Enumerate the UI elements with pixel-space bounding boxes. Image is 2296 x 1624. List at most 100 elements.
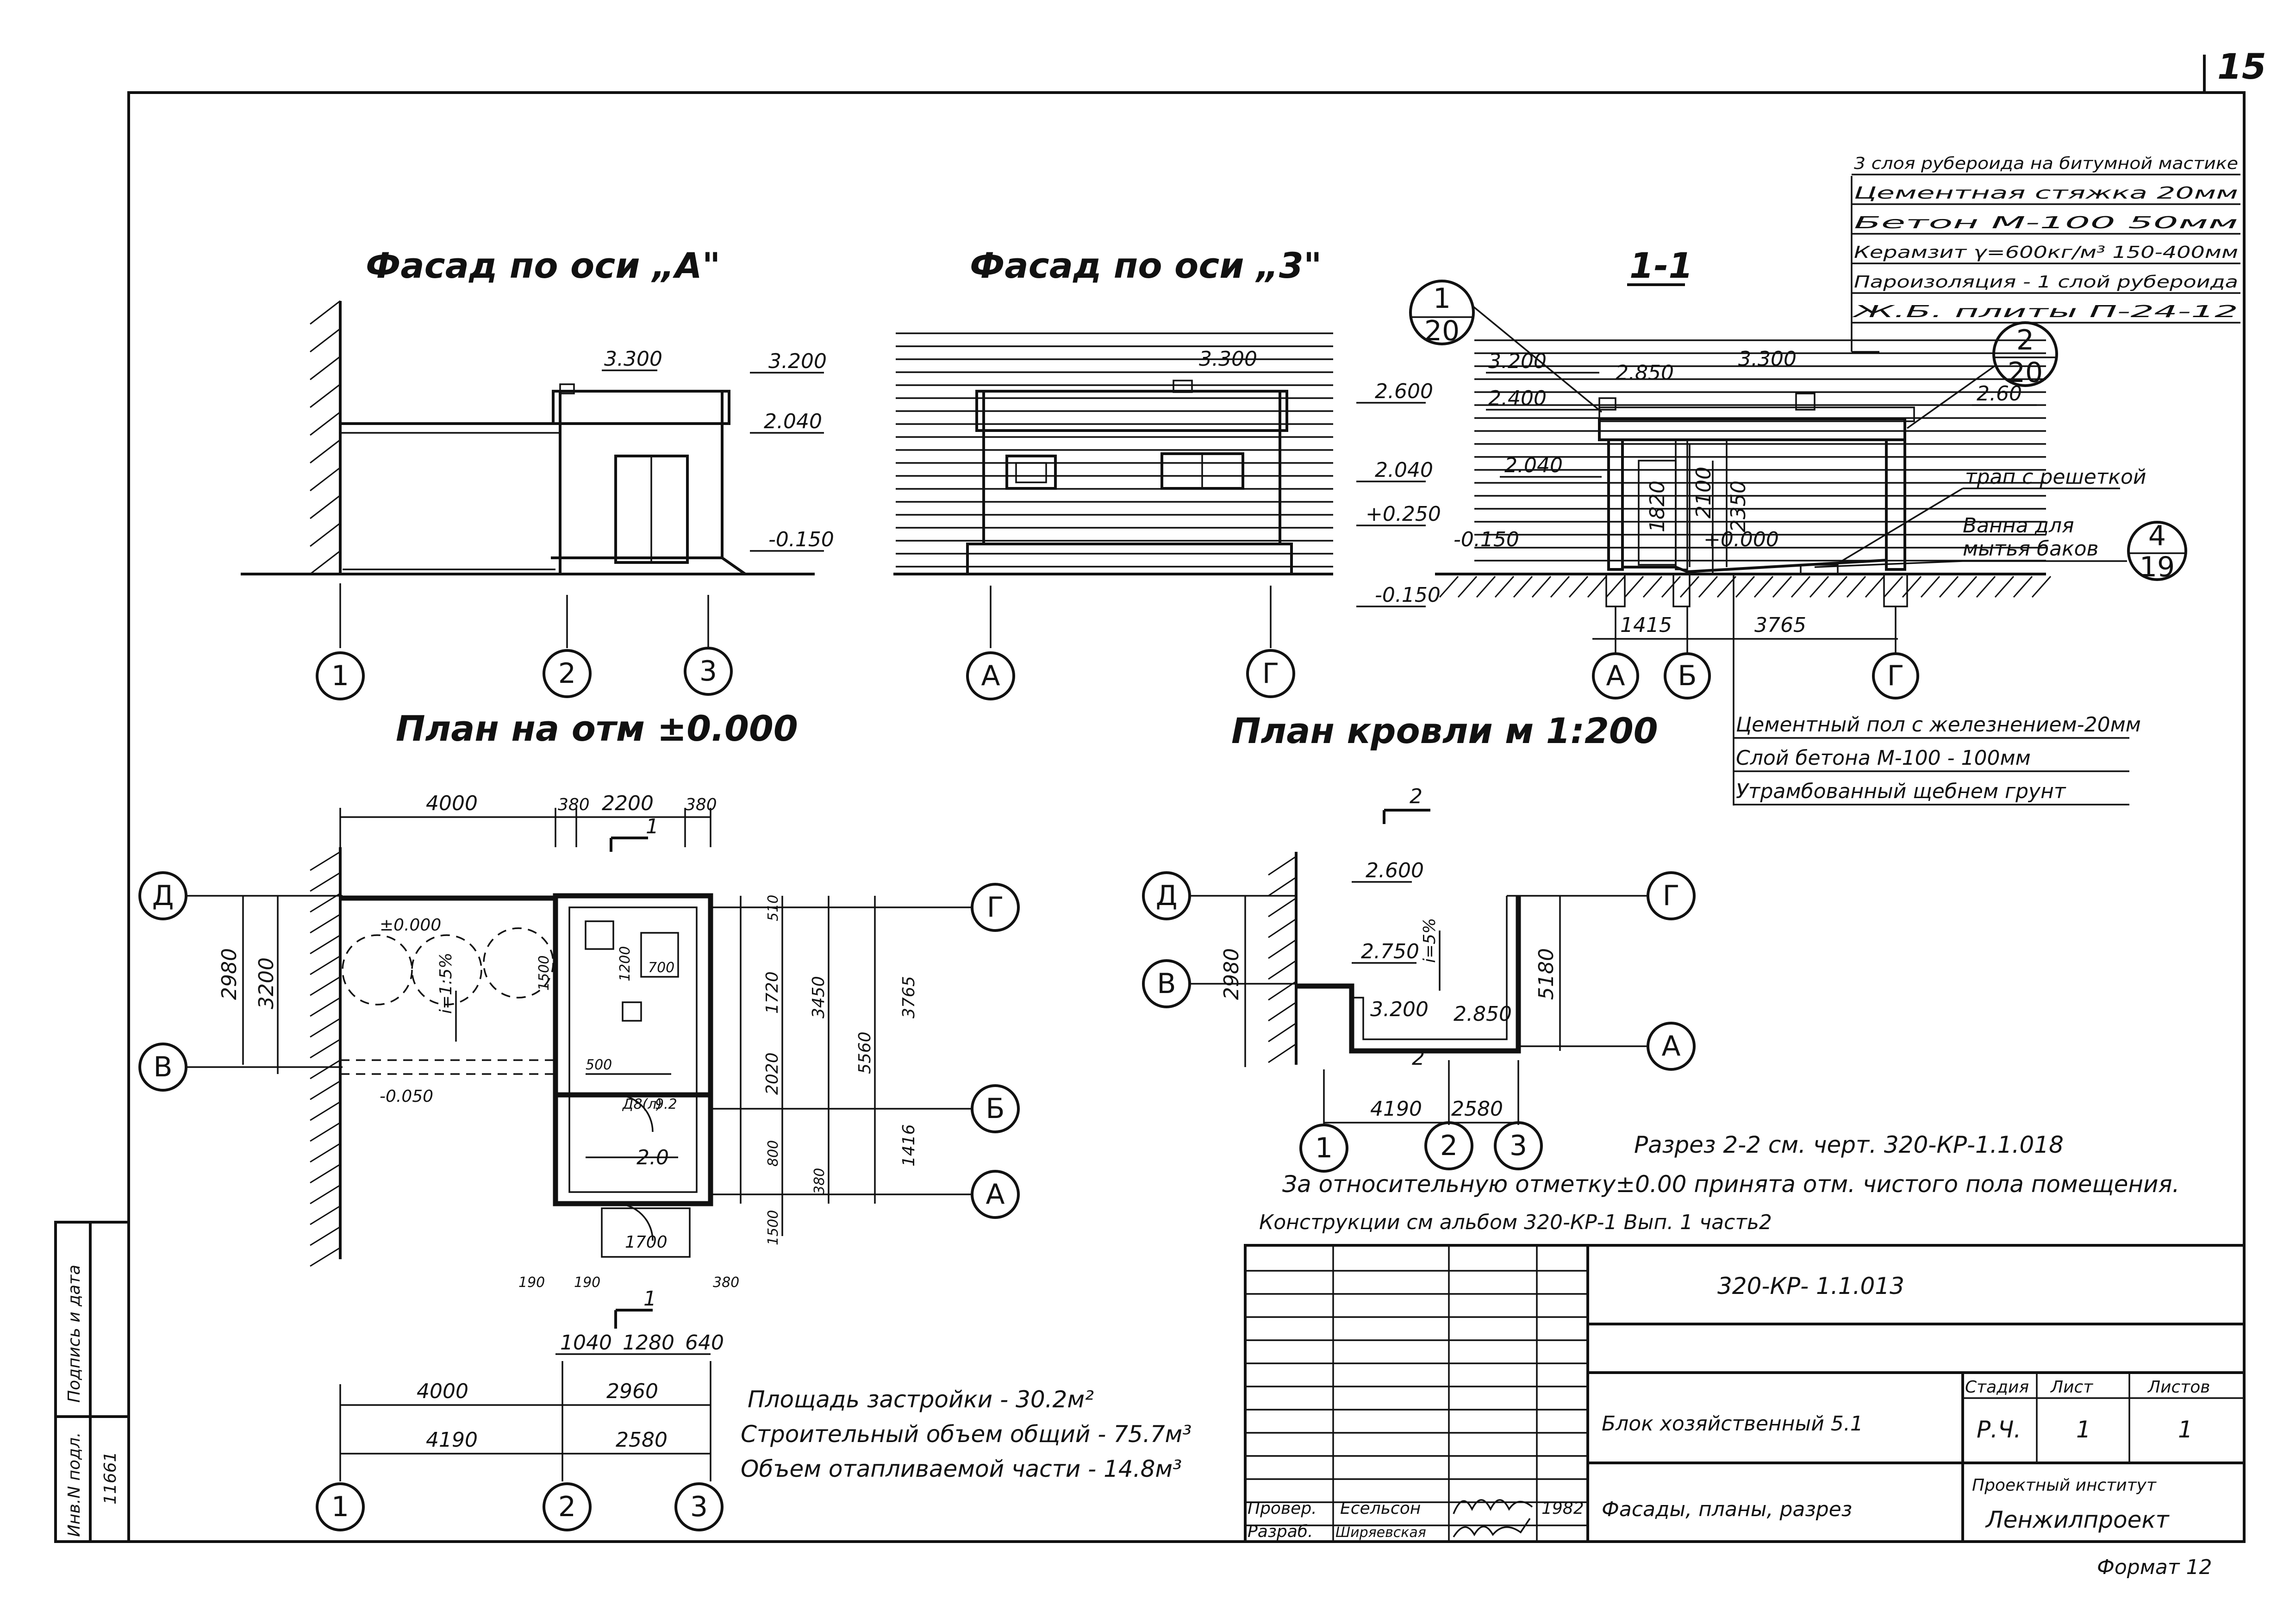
plan-bdim-2960: 2960 — [606, 1380, 658, 1403]
drafting-line — [310, 1226, 341, 1246]
facade-a-mark-3300: 3.300 — [604, 347, 662, 371]
facade-3-axis-g: Г — [1262, 657, 1279, 690]
plan-ldim-3200: 3200 — [255, 957, 278, 1009]
roof-axis-v: В — [1157, 968, 1176, 1000]
note-section-ref: Разрез 2-2 см. черт. 320-КР-1.1.018 — [1634, 1131, 2064, 1158]
drafting-line — [310, 1080, 341, 1100]
plan-rdim-1720: 1720 — [763, 971, 782, 1014]
roof-axis-1: 1 — [1315, 1132, 1333, 1164]
general-notes: Разрез 2-2 см. черт. 320-КР-1.1.018 За о… — [1259, 1131, 2180, 1234]
drafting-line — [1587, 576, 1607, 598]
facade-a-axis-3: 3 — [699, 655, 717, 687]
plan-rdim-380: 380 — [811, 1168, 828, 1194]
drafting-line — [1735, 576, 1755, 598]
plan-dim-4000-top: 4000 — [426, 792, 478, 815]
drafting-line — [1698, 576, 1718, 598]
drafting-line — [1457, 576, 1478, 598]
drafting-line — [1772, 576, 1792, 598]
roof-mark-2850: 2.850 — [1454, 1002, 1512, 1026]
facade-a-mark-3200: 3.200 — [768, 350, 827, 373]
roof-mark-3200: 3.200 — [1370, 998, 1429, 1021]
title-person-drawn: Ширяевская — [1335, 1524, 1426, 1541]
floor-layer-1: Цементный пол с железнением-20мм — [1736, 713, 2141, 737]
facade-a-mark-2040: 2.040 — [764, 410, 822, 433]
drafting-line — [1268, 939, 1297, 959]
plan-dim-2200: 2200 — [602, 792, 654, 815]
drafting-line — [310, 1038, 341, 1059]
drafting-line — [310, 1205, 341, 1225]
plan-dim-1700: 1700 — [625, 1233, 668, 1252]
drafting-line — [310, 997, 341, 1017]
title-person-checked: Есельсон — [1340, 1499, 1421, 1518]
drafting-line — [310, 934, 341, 955]
plan-bdim-640: 640 — [685, 1331, 724, 1355]
facade-a-title: Фасад по оси „А" — [366, 245, 720, 286]
roof-slope: i=5% — [1420, 918, 1439, 963]
drafting-line — [1531, 576, 1552, 598]
plan-axis-d: Д — [152, 880, 174, 912]
section-label-drain: трап с решеткой — [1965, 465, 2146, 489]
section-siding — [1474, 339, 2046, 562]
plan-area-92: 9.2 — [655, 1096, 677, 1112]
callout-2-top: 2 — [2016, 324, 2034, 356]
plan-sdim-190a: 190 — [518, 1274, 545, 1291]
roof-section-mark-top: 2 — [1410, 785, 1423, 808]
roof-layer-6: Ж.Б. плиты П-24-12 — [1852, 302, 2238, 321]
facade-a-axis-1: 1 — [331, 660, 349, 692]
title-code: 320-КР- 1.1.013 — [1717, 1273, 1904, 1299]
plan-mark-0000: ±0.000 — [380, 916, 441, 935]
plan-axis-b: Б — [986, 1093, 1004, 1125]
note-zero-mark: За относительную отметку±0.00 принята от… — [1282, 1171, 2180, 1198]
plan-axis-g: Г — [987, 891, 1004, 924]
section-axis-a: А — [1606, 660, 1625, 692]
section-mark-260: 2.60 — [1977, 382, 2022, 406]
drafting-line — [1268, 856, 1297, 876]
plan-bdim-4190: 4190 — [426, 1428, 478, 1452]
section-axis-b: Б — [1678, 660, 1697, 692]
drafting-line — [1939, 576, 1959, 598]
section-label-bath-1: Ванна для — [1963, 514, 2074, 537]
section-mark-2850: 2.850 — [1616, 361, 1674, 385]
plan-dim-1200: 1200 — [617, 946, 633, 981]
plan-section-mark-top: 1 — [646, 815, 659, 838]
facade-3-siding — [896, 332, 1333, 568]
title-stage: Р.Ч. — [1977, 1416, 2021, 1443]
facade-3-mark-2040: 2.040 — [1375, 458, 1433, 482]
title-block: 320-КР- 1.1.013 Блок хозяйственный 5.1 Ф… — [1244, 1244, 2246, 1543]
drafting-line — [310, 1101, 341, 1121]
plan-rdim-1416: 1416 — [899, 1124, 918, 1167]
drafting-line — [1268, 1001, 1297, 1022]
drafting-line — [1828, 576, 1848, 598]
plan-bdim-4000: 4000 — [417, 1380, 468, 1403]
roof-plan-title: План кровли м 1:200 — [1231, 710, 1658, 751]
facade-a-axis-2: 2 — [558, 657, 576, 690]
drafting-line — [1624, 576, 1644, 598]
drafting-line — [2013, 576, 2033, 598]
title-role-checked: Провер. — [1248, 1499, 1317, 1518]
roof-layer-1: 3 слоя рубероида на битумной мастике — [1854, 154, 2238, 173]
drafting-line — [1920, 576, 1940, 598]
plan-dim-1500: 1500 — [536, 956, 552, 991]
drafting-line — [1994, 576, 2015, 598]
volume-total: Строительный объем общий - 75.7м³ — [741, 1421, 1192, 1448]
plan-axis-a: А — [986, 1178, 1004, 1211]
signature-1 — [1453, 1499, 1533, 1514]
sheet-number: 15 — [2217, 46, 2266, 87]
drafting-line — [310, 872, 341, 892]
plan-sdim-380: 380 — [713, 1274, 739, 1291]
side-stamp: Подпись и дата Инв.N подл. 11661 — [54, 1221, 130, 1543]
plan-axis-3: 3 — [690, 1491, 708, 1523]
plan: План на отм ±0.000 4000 380 2200 380 1 ±… — [138, 708, 1020, 1531]
section-mark-2400: 2.400 — [1488, 387, 1547, 410]
title-sheet-header: Лист — [2050, 1378, 2093, 1397]
drafting-line — [310, 976, 341, 996]
roof-axis-3: 3 — [1510, 1130, 1527, 1162]
section-1-1: 1-1 1 20 2 20 4 — [1409, 245, 2187, 806]
area-summary: Площадь застройки - 30.2м² Строительный … — [741, 1386, 1192, 1482]
plan-dim-500: 500 — [586, 1057, 612, 1073]
plan-dim-380-b: 380 — [685, 795, 717, 814]
drafting-line — [1605, 576, 1626, 598]
drafting-line — [1568, 576, 1589, 598]
section-mark-3200: 3.200 — [1488, 350, 1547, 373]
